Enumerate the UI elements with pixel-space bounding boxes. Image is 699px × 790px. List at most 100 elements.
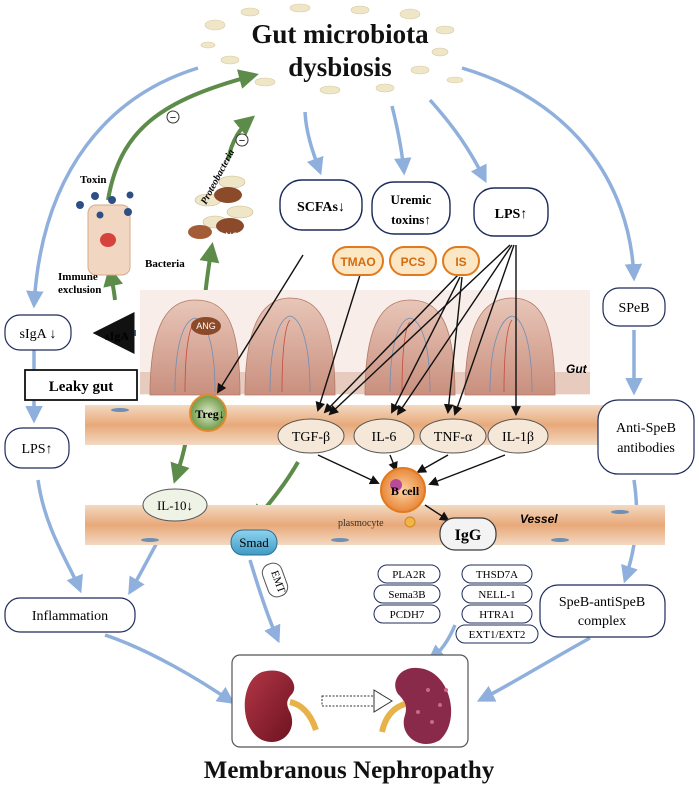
il10-node: IL-10↓ bbox=[142, 488, 208, 522]
svg-text:IL-1β: IL-1β bbox=[502, 430, 534, 445]
svg-text:PLA2R: PLA2R bbox=[392, 569, 426, 581]
antigen-pla2r: PLA2R bbox=[377, 564, 441, 584]
arrow-tmao-to-tgf bbox=[315, 274, 361, 412]
svg-text:IgG: IgG bbox=[455, 527, 482, 544]
gut-epithelium bbox=[140, 290, 590, 396]
cytokine-tgf: TGF-β bbox=[277, 418, 345, 454]
arrow-smad-to-kidney bbox=[248, 559, 281, 644]
svg-text:NELL-1: NELL-1 bbox=[478, 589, 515, 601]
gut-label: Gut bbox=[566, 362, 588, 376]
arrow-lps-to-tnf bbox=[452, 244, 515, 416]
cytokine-il6: IL-6 bbox=[353, 418, 415, 454]
cytokine-il1b: IL-1β bbox=[487, 418, 549, 454]
arrow-lps-to-il6 bbox=[396, 244, 513, 416]
svg-text:EXT1/EXT2: EXT1/EXT2 bbox=[469, 629, 526, 641]
svg-text:TGF-β: TGF-β bbox=[292, 430, 330, 445]
arrow-is-to-tgf bbox=[323, 274, 459, 414]
antigen-htra1: HTRA1 bbox=[461, 604, 533, 624]
antigen-nell1: NELL-1 bbox=[461, 584, 533, 604]
arrow-il6-to-bcell bbox=[388, 454, 398, 472]
leaky-gut-box: Leaky gut bbox=[24, 369, 138, 401]
svg-text:IL-10↓: IL-10↓ bbox=[157, 498, 193, 513]
svg-text:Leaky gut: Leaky gut bbox=[49, 379, 114, 395]
svg-text:SCFAs↓: SCFAs↓ bbox=[297, 200, 345, 215]
svg-text:TMAO: TMAO bbox=[340, 255, 375, 269]
svg-text:antibodies: antibodies bbox=[617, 441, 675, 456]
immune-label: Immune bbox=[58, 271, 98, 283]
badge-pcs: PCS bbox=[389, 246, 437, 276]
bacteria-label: Bacteria bbox=[145, 258, 185, 270]
antigen-ext: EXT1/EXT2 bbox=[455, 624, 539, 644]
arrow-bcell-to-igg bbox=[424, 504, 450, 522]
exclusion-label: exclusion bbox=[58, 284, 101, 296]
scfas-node: SCFAs↓ bbox=[279, 179, 363, 231]
igg-node: IgG bbox=[439, 517, 497, 551]
diseased-kidney bbox=[395, 667, 452, 744]
cytokine-tnf: TNF-α bbox=[419, 418, 487, 454]
svg-text:sIgA ↓: sIgA ↓ bbox=[20, 327, 57, 342]
title: Gut microbiota bbox=[251, 19, 429, 49]
svg-text:HTRA1: HTRA1 bbox=[479, 609, 514, 621]
arrow-scfas-to-treg bbox=[216, 254, 304, 394]
inhibit-marks: − − bbox=[166, 110, 249, 147]
arrow-il1b-to-bcell bbox=[428, 454, 506, 486]
svg-text:plasmocyte: plasmocyte bbox=[338, 518, 384, 529]
speb-complex-node: SpeB-antiSpeB complex bbox=[539, 584, 666, 638]
footer-title: Membranous Nephropathy bbox=[204, 757, 495, 784]
inflammation-node: Inflammation bbox=[4, 597, 136, 633]
svg-text:sIgA: sIgA bbox=[105, 329, 129, 343]
healthy-kidney bbox=[244, 670, 295, 742]
arrow-title-to-scfas bbox=[303, 111, 324, 176]
arrow-title-to-speb bbox=[461, 66, 643, 282]
svg-text:Anti-SpeB: Anti-SpeB bbox=[616, 421, 676, 436]
svg-text:complex: complex bbox=[578, 614, 626, 629]
svg-text:SpeB-antiSpeB: SpeB-antiSpeB bbox=[559, 595, 645, 610]
arrow-title-to-lps bbox=[428, 98, 487, 184]
emt-node: EMT bbox=[261, 562, 289, 598]
svg-text:PCS: PCS bbox=[401, 255, 426, 269]
svg-text:LPS↑: LPS↑ bbox=[21, 442, 52, 457]
svg-text:Inflammation: Inflammation bbox=[32, 609, 108, 624]
vessel-label: Vessel bbox=[520, 512, 558, 526]
svg-text:−: − bbox=[239, 135, 245, 147]
svg-text:TNF-α: TNF-α bbox=[434, 430, 473, 445]
svg-text:IS: IS bbox=[455, 255, 466, 269]
svg-text:B cell: B cell bbox=[391, 484, 420, 498]
arrow-lps-to-inflammation bbox=[36, 479, 83, 594]
toxin-label: Toxin bbox=[80, 174, 107, 186]
smad-node: Smad bbox=[230, 529, 278, 556]
endothelial-nuclei bbox=[111, 408, 629, 542]
arrow-toxin-inhibit bbox=[106, 69, 259, 201]
svg-text:Treg↓: Treg↓ bbox=[195, 407, 225, 421]
arrow-title-to-uremic bbox=[390, 105, 412, 176]
arrow-complex-to-kidney bbox=[476, 636, 591, 702]
svg-text:Sema3B: Sema3B bbox=[388, 589, 425, 601]
svg-text:Uremic: Uremic bbox=[391, 192, 432, 207]
svg-text:IL-6: IL-6 bbox=[372, 430, 397, 445]
anti-speb-node: Anti-SpeB antibodies bbox=[597, 399, 695, 475]
black-arrows bbox=[92, 244, 521, 522]
arrow-is-to-tnf bbox=[443, 276, 463, 414]
arrow-proteo-inhibit bbox=[226, 115, 256, 161]
arrow-is-to-il6 bbox=[391, 276, 461, 414]
siga-node: sIgA ↓ bbox=[4, 314, 72, 351]
immune-cell-cluster bbox=[76, 191, 134, 276]
svg-text:LPS↑: LPS↑ bbox=[495, 207, 528, 222]
svg-text:toxins↑: toxins↑ bbox=[391, 212, 431, 227]
arrow-inflammation-to-kidney bbox=[104, 633, 235, 704]
badge-is: IS bbox=[442, 246, 480, 276]
plasmocyte: plasmocyte bbox=[338, 516, 416, 529]
uremic-toxins-node: Uremic toxins↑ bbox=[371, 181, 451, 235]
svg-text:PCDH7: PCDH7 bbox=[390, 609, 425, 621]
ang-bacterium-lower bbox=[191, 317, 221, 335]
arrow-tnf-to-bcell bbox=[416, 454, 449, 473]
b-cell: B cell bbox=[380, 467, 426, 513]
speb-node: SPeB bbox=[602, 287, 666, 327]
svg-text:SPeB: SPeB bbox=[618, 301, 649, 316]
antigen-thsd7a: THSD7A bbox=[461, 564, 533, 584]
svg-text:THSD7A: THSD7A bbox=[476, 569, 518, 581]
arrow-title-to-siga bbox=[26, 66, 199, 309]
lps-left-node: LPS↑ bbox=[4, 427, 70, 469]
treg-cell: Treg↓ bbox=[189, 394, 227, 432]
